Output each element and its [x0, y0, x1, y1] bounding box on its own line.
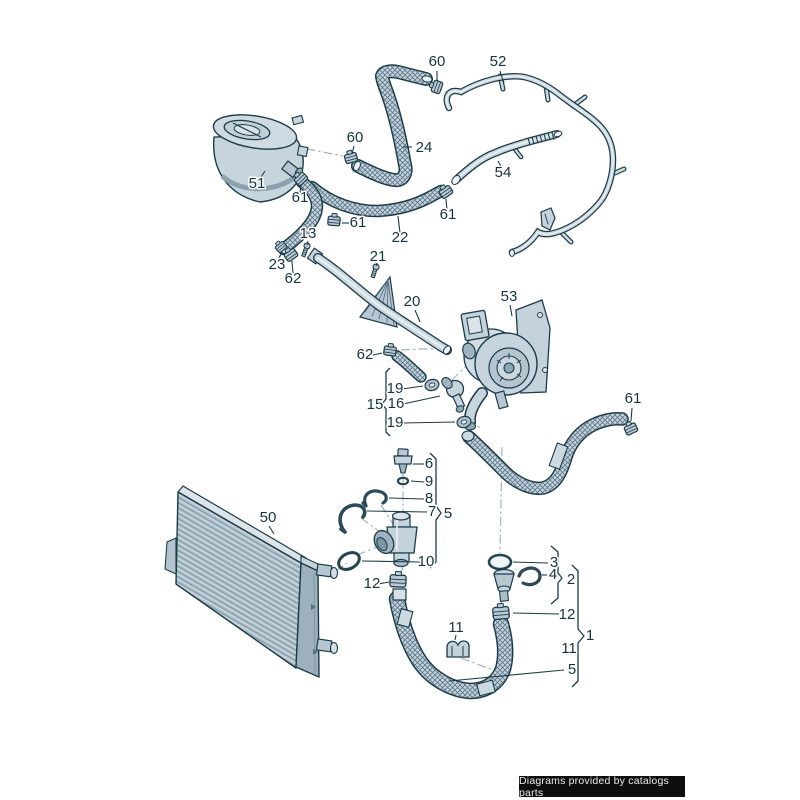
clamp-61-mid	[327, 212, 342, 227]
clamps-and-bolts	[272, 78, 639, 621]
bolt-21	[369, 262, 381, 279]
part-label-61-c[interactable]: 61	[348, 213, 368, 233]
radiator-port-lower	[315, 638, 339, 655]
tank-cap	[223, 119, 271, 141]
bracket-15	[381, 367, 391, 437]
part-label-62-b[interactable]: 62	[355, 345, 375, 365]
part-label-61-a[interactable]: 61	[290, 188, 310, 208]
part-label-21[interactable]: 21	[368, 247, 388, 267]
part-label-6[interactable]: 6	[423, 454, 434, 474]
hose-5	[397, 599, 505, 696]
hose-22	[312, 187, 441, 211]
part-labels: 60 52 60 24 51 61 54 61 22 13 61 23 62 2…	[247, 52, 643, 680]
part-label-16[interactable]: 16	[386, 394, 406, 414]
part-label-11-b[interactable]: 11	[560, 639, 579, 659]
part-label-9[interactable]: 9	[423, 472, 434, 492]
part-label-24[interactable]: 24	[414, 138, 434, 158]
part-label-10[interactable]: 10	[416, 552, 436, 572]
catalog-credit-badge[interactable]: Diagrams provided by catalogs parts	[519, 774, 685, 799]
part-label-23[interactable]: 23	[267, 255, 287, 275]
part-label-11-a[interactable]: 11	[447, 618, 466, 638]
radiator-port-upper	[315, 563, 339, 580]
clamp-12-right	[491, 602, 511, 621]
part-label-50[interactable]: 50	[258, 508, 278, 528]
part-label-13[interactable]: 13	[298, 224, 318, 244]
clamp-12-left	[389, 570, 408, 589]
part-label-61-b[interactable]: 61	[438, 205, 458, 225]
clip-8	[361, 489, 388, 508]
clip-4	[517, 566, 542, 587]
connector-assembly-15	[424, 377, 472, 429]
part-label-19-a[interactable]: 19	[385, 379, 405, 399]
part-label-53[interactable]: 53	[499, 287, 519, 307]
sensor-6	[393, 448, 413, 474]
part-label-61-d[interactable]: 61	[623, 389, 643, 409]
o-ring-10	[337, 551, 361, 571]
part-label-22[interactable]: 22	[390, 228, 410, 248]
part-label-52[interactable]: 52	[488, 52, 508, 72]
housing-stub	[392, 588, 407, 601]
part-label-5-b[interactable]: 5	[566, 660, 577, 680]
group-brackets	[381, 367, 585, 688]
label-leader-lines	[258, 70, 633, 682]
connector-chain	[446, 553, 542, 658]
clip-11	[446, 640, 470, 658]
clamp-60-left	[342, 148, 359, 165]
part-label-7[interactable]: 7	[426, 502, 437, 522]
fitting-2	[493, 568, 515, 602]
part-label-54[interactable]: 54	[493, 163, 513, 183]
thermostat-housing	[373, 511, 418, 568]
hose-15	[397, 356, 421, 377]
coolant-pump	[460, 299, 551, 431]
part-label-1[interactable]: 1	[584, 626, 595, 646]
breather-pipe-54	[451, 130, 563, 185]
part-label-62-a[interactable]: 62	[283, 269, 303, 289]
clip-7	[338, 503, 367, 534]
bracket-5	[429, 452, 442, 569]
part-label-20[interactable]: 20	[402, 292, 422, 312]
vent-pipe-52	[447, 76, 627, 257]
part-label-3[interactable]: 3	[548, 553, 559, 573]
bracket-2	[550, 545, 563, 605]
expansion-tank	[212, 114, 309, 203]
part-label-5-a[interactable]: 5	[442, 504, 453, 524]
part-label-8[interactable]: 8	[423, 489, 434, 509]
o-ring-9	[396, 476, 410, 486]
o-ring-3	[487, 553, 513, 571]
part-label-51[interactable]: 51	[247, 174, 267, 194]
radiator	[164, 485, 339, 678]
water-pipe-20	[306, 247, 452, 355]
part-label-12-a[interactable]: 12	[362, 574, 382, 594]
part-label-19-b[interactable]: 19	[385, 413, 405, 433]
part-label-15[interactable]: 15	[365, 395, 385, 415]
part-label-12-b[interactable]: 12	[557, 605, 577, 625]
clamp-62-mid	[382, 342, 398, 357]
bracket-1	[571, 564, 585, 688]
part-label-60-b[interactable]: 60	[345, 128, 365, 148]
part-label-2[interactable]: 2	[565, 570, 576, 590]
hose-24	[352, 71, 432, 180]
part-label-60-a[interactable]: 60	[427, 52, 447, 72]
pump-outlet-hose	[461, 419, 622, 489]
part-label-4[interactable]: 4	[547, 565, 558, 585]
catalog-credit-text: Diagrams provided by catalogs parts	[519, 774, 669, 799]
thermostat-assembly	[337, 448, 418, 601]
